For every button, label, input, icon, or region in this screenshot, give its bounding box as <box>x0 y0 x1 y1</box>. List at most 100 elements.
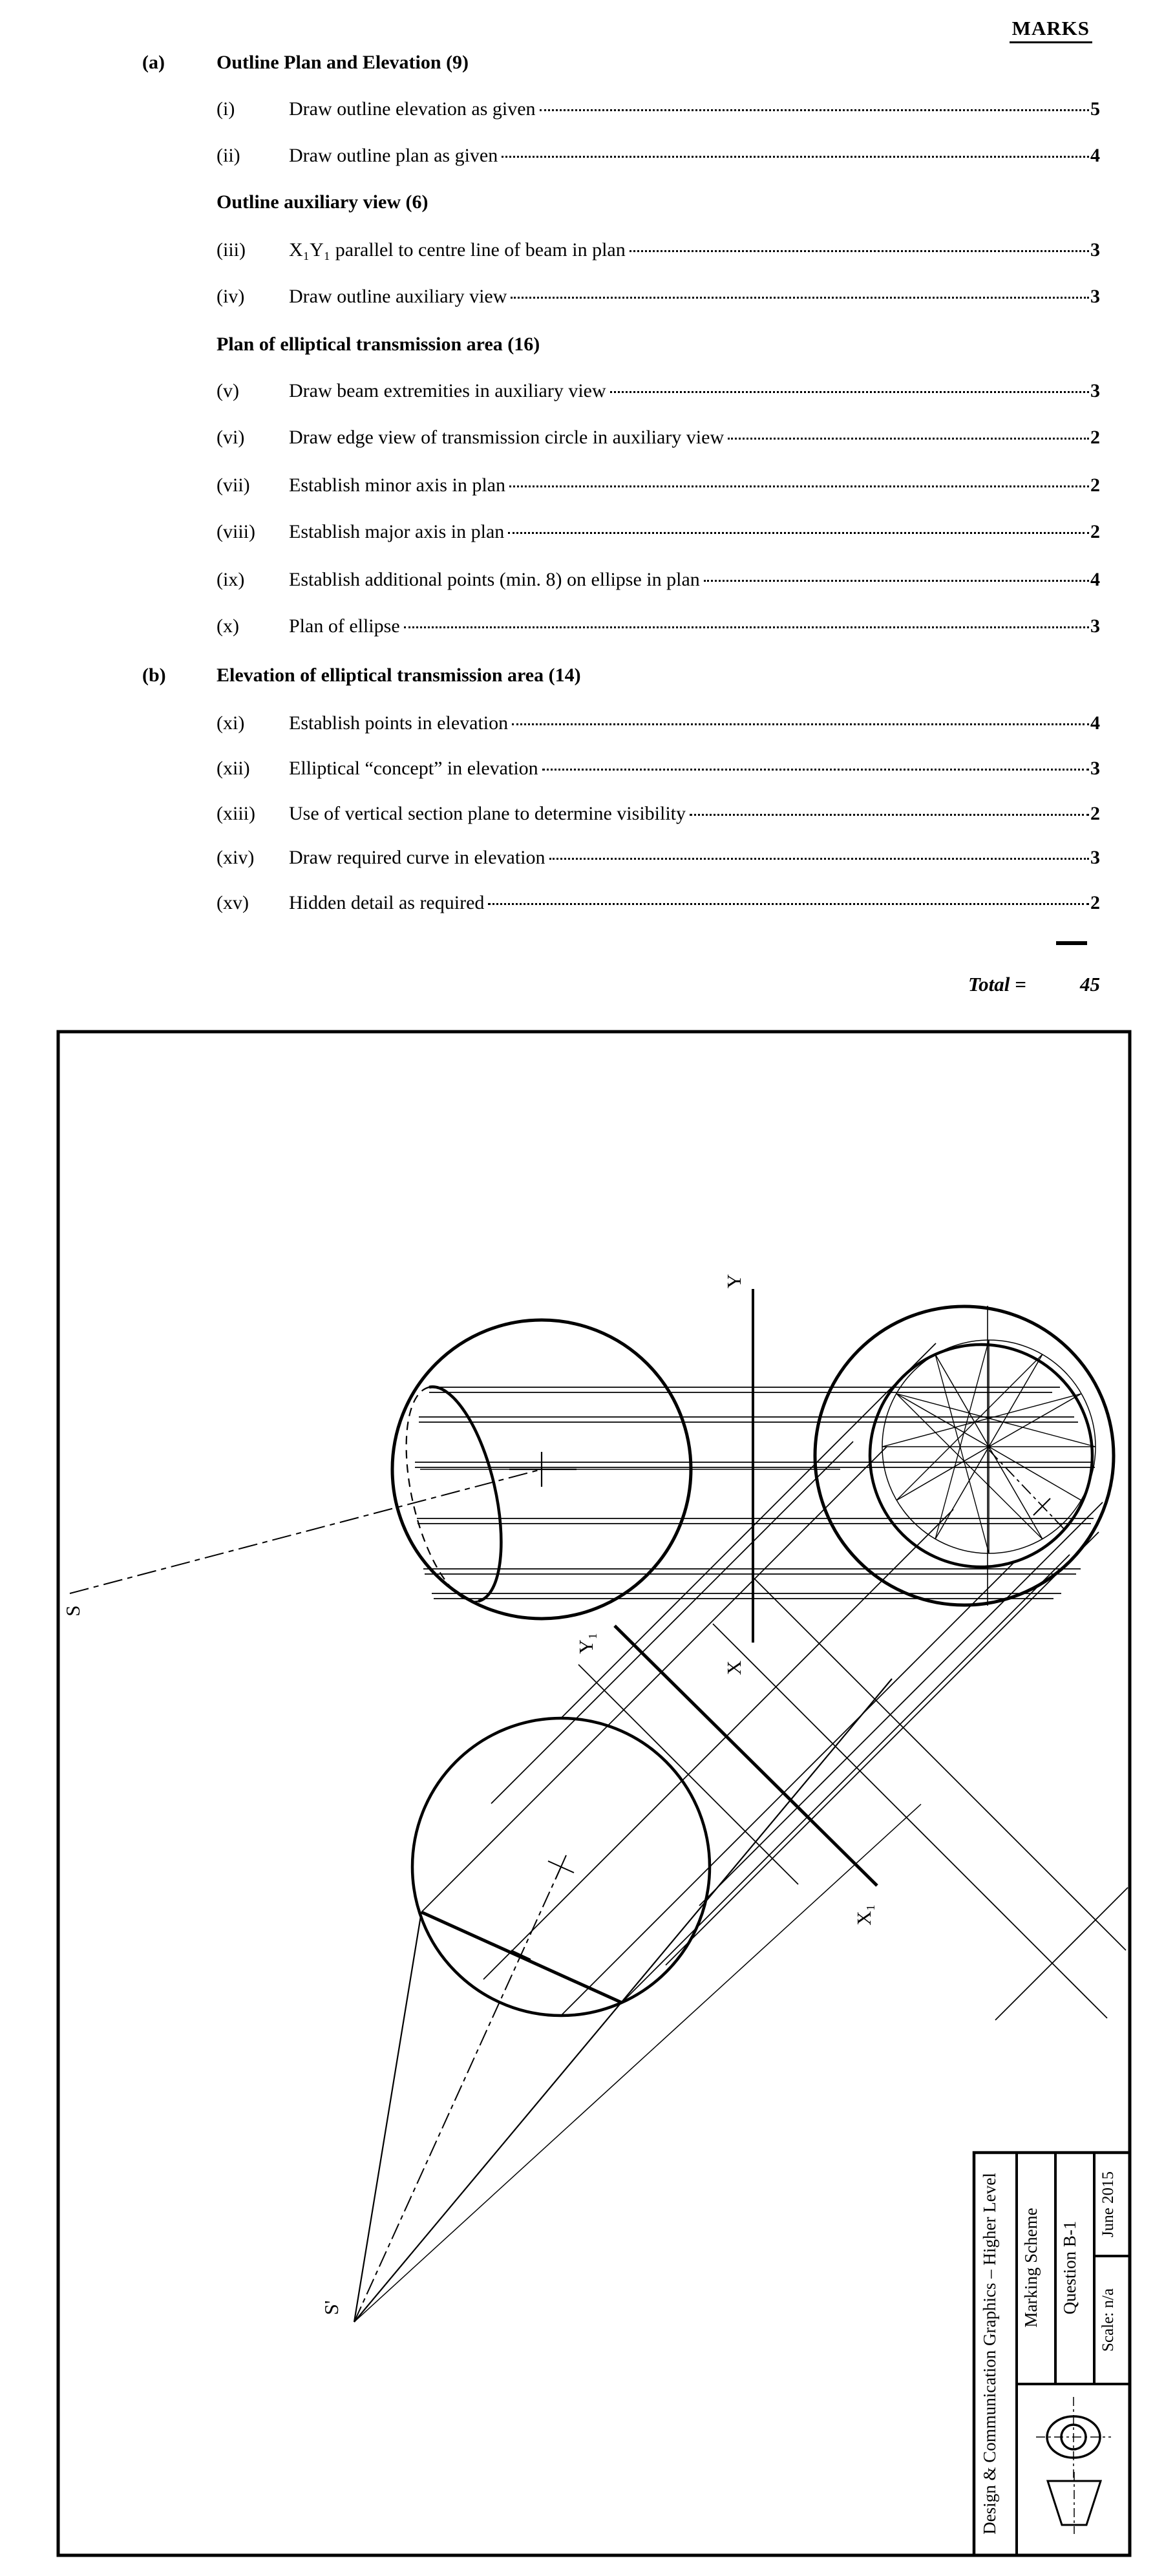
item-marks: 2 <box>1090 427 1100 448</box>
dotted-leader <box>508 532 1089 534</box>
item-marks: 3 <box>1090 758 1100 779</box>
item-num: (xv) <box>217 892 249 913</box>
x1y1-line <box>613 1624 878 1887</box>
item-marks: 5 <box>1090 98 1100 120</box>
drawing-frame <box>56 1030 1132 2557</box>
item-text: Draw outline plan as given <box>289 145 498 166</box>
label-x: X <box>723 1661 745 1675</box>
cone-right-edge <box>354 1678 893 2323</box>
total-row: Total = 45 <box>968 973 1100 996</box>
aux-axis-tick <box>1033 1498 1051 1516</box>
label-y1: Y₁ <box>575 1632 597 1654</box>
cone-axis-centre-line <box>354 1866 562 2323</box>
dotted-leader <box>690 814 1089 816</box>
item-num: (iv) <box>217 286 245 307</box>
item-marks: 4 <box>1090 712 1100 734</box>
item-v: (v) Draw beam extremities in auxiliary vi… <box>217 380 1100 402</box>
dotted-leader <box>403 626 1089 628</box>
item-marks: 2 <box>1090 803 1100 824</box>
projection-lines <box>421 1343 1128 2021</box>
title-doc: Marking Scheme <box>1021 2208 1041 2327</box>
title-block-text: Design & Communication Graphics – Higher… <box>980 2171 1117 2535</box>
label-s: S <box>61 1605 84 1616</box>
total-label: Total = <box>968 973 1026 995</box>
title-scale: Scale: n/a <box>1099 2288 1117 2352</box>
item-marks: 3 <box>1090 847 1100 868</box>
marks-header: MARKS <box>1009 17 1092 43</box>
item-marks: 2 <box>1090 474 1100 496</box>
item-num: (v) <box>217 380 239 401</box>
item-text: Establish additional points (min. 8) on … <box>289 569 700 590</box>
right-beam-circle <box>813 1304 1116 1607</box>
section-aux-heading: Outline auxiliary view (6) <box>217 191 429 213</box>
dotted-leader <box>512 723 1089 725</box>
cone-elevation-icon <box>1046 2472 1103 2534</box>
item-text: Establish minor axis in plan <box>289 474 505 496</box>
item-xiv: (xiv) Draw required curve in elevation 3 <box>217 847 1100 869</box>
item-text: Plan of ellipse <box>289 615 400 637</box>
item-marks: 3 <box>1090 239 1100 261</box>
item-text: Draw outline auxiliary view <box>289 286 507 307</box>
section-b-heading: Elevation of elliptical transmission are… <box>217 665 581 686</box>
dotted-leader <box>511 297 1089 299</box>
section-b-label: (b) <box>142 665 166 686</box>
item-num: (viii) <box>217 521 255 542</box>
item-text: Draw edge view of transmission circle in… <box>289 427 725 448</box>
section-a-heading: Outline Plan and Elevation (9) <box>217 52 469 73</box>
s-centre-line <box>69 1469 542 1594</box>
elevation-view <box>69 1304 1116 1621</box>
cone-left-edge <box>353 1911 423 2323</box>
item-xiii: (xiii)Use of vertical section plane to d… <box>217 803 1100 825</box>
item-text: Draw required curve in elevation <box>289 847 545 868</box>
item-ix: (ix) Establish additional points (min. 8)… <box>217 569 1100 591</box>
title-date: June 2015 <box>1099 2171 1117 2237</box>
item-marks: 4 <box>1090 145 1100 166</box>
beam-end-ellipse-front <box>429 1385 503 1603</box>
title-question: Question B-1 <box>1060 2221 1079 2315</box>
cylinder-surface-lines <box>415 1387 1095 1599</box>
item-num: (xiv) <box>217 847 255 868</box>
item-num: (xii) <box>217 758 250 779</box>
cone-extra-line <box>354 1804 922 2323</box>
item-num: (x) <box>217 615 239 637</box>
dotted-leader <box>488 903 1089 905</box>
title-course: Design & Communication Graphics – Higher… <box>980 2173 999 2534</box>
radial-construction-spokes <box>882 1340 1096 1553</box>
item-num: (i) <box>217 98 235 120</box>
item-marks: 4 <box>1090 569 1100 590</box>
label-s-prime: S' <box>320 2301 343 2315</box>
item-num: (ix) <box>217 569 245 590</box>
label-x1: X₁ <box>852 1904 875 1925</box>
section-a-label: (a) <box>142 52 165 73</box>
dotted-leader <box>542 769 1089 771</box>
item-num: (xi) <box>217 712 245 734</box>
item-iii: (iii)X₁Y₁ parallel to centre line of bea… <box>217 239 1100 261</box>
label-y: Y <box>723 1274 745 1288</box>
dotted-leader <box>728 438 1089 440</box>
left-beam-circle <box>390 1318 693 1621</box>
axis-point-tick <box>511 1950 531 1960</box>
dotted-leader <box>609 391 1089 393</box>
total-underline-bar <box>1056 941 1087 945</box>
visibility-chord <box>420 1910 623 2005</box>
total-value: 45 <box>1080 973 1100 995</box>
item-num: (vi) <box>217 427 245 448</box>
item-text: Hidden detail as required <box>289 892 485 913</box>
dotted-leader <box>539 109 1089 111</box>
item-text: Draw beam extremities in auxiliary view <box>289 380 606 401</box>
transmission-circle <box>868 1343 1094 1569</box>
cone-plan-icon <box>1036 2397 1111 2478</box>
dotted-leader <box>703 580 1089 582</box>
item-text: Establish major axis in plan <box>289 521 505 542</box>
plan-circle <box>410 1716 712 2017</box>
left-centre-cross <box>509 1452 577 1487</box>
item-marks: 2 <box>1090 892 1100 913</box>
item-xv: (xv) Hidden detail as required 2 <box>217 892 1100 914</box>
